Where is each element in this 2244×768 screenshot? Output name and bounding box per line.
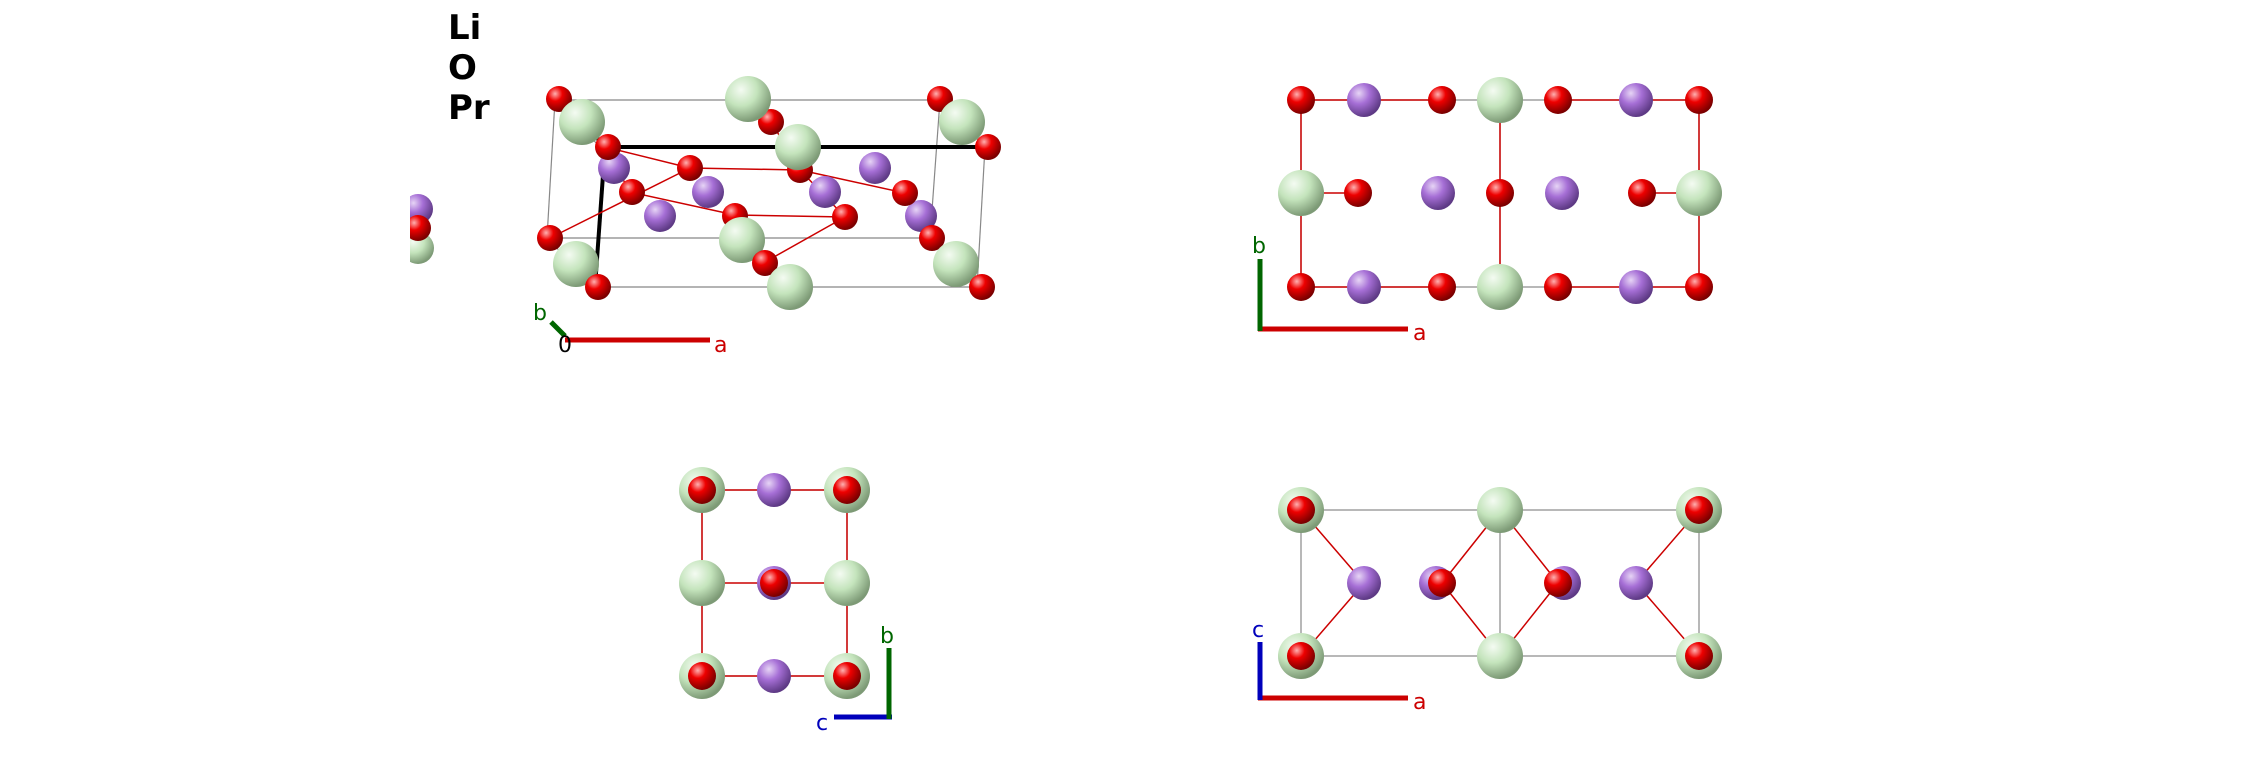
atom-li bbox=[644, 200, 676, 232]
atom-li bbox=[1421, 176, 1455, 210]
atom-o bbox=[405, 215, 431, 241]
atom-o bbox=[688, 662, 716, 690]
axes-perspective: a b 0 bbox=[533, 301, 727, 358]
atoms-cb bbox=[679, 467, 870, 699]
atom-o bbox=[1685, 496, 1713, 524]
atom-o bbox=[688, 476, 716, 504]
atom-o bbox=[1344, 179, 1372, 207]
panel-cb-view: c b bbox=[679, 467, 894, 736]
atom-li bbox=[1545, 176, 1579, 210]
atom-pr bbox=[679, 560, 725, 606]
atom-o bbox=[975, 134, 1001, 160]
atom-o bbox=[752, 250, 778, 276]
legend-label-li: Li bbox=[448, 8, 482, 48]
atom-o bbox=[760, 569, 788, 597]
atom-pr bbox=[1477, 77, 1523, 123]
atom-o bbox=[1287, 642, 1315, 670]
atom-o bbox=[833, 476, 861, 504]
atom-o bbox=[546, 86, 572, 112]
atom-pr bbox=[775, 124, 821, 170]
axis-b-line bbox=[549, 320, 567, 338]
atom-li bbox=[809, 176, 841, 208]
atom-o bbox=[1685, 642, 1713, 670]
axis-label-origin: 0 bbox=[558, 333, 572, 358]
atom-li bbox=[905, 200, 937, 232]
axis-label-c: c bbox=[1252, 618, 1264, 643]
atom-o bbox=[1685, 86, 1713, 114]
atom-o bbox=[537, 225, 563, 251]
atom-o bbox=[892, 180, 918, 206]
atom-pr bbox=[553, 241, 599, 287]
atom-o bbox=[677, 155, 703, 181]
atom-li bbox=[1619, 83, 1653, 117]
atom-o bbox=[1486, 179, 1514, 207]
atom-li bbox=[598, 152, 630, 184]
atom-o bbox=[1628, 179, 1656, 207]
atom-li bbox=[692, 176, 724, 208]
atom-o bbox=[1544, 86, 1572, 114]
panel-ab-view: a b bbox=[1252, 77, 1722, 346]
atom-li bbox=[1619, 270, 1653, 304]
atom-o bbox=[1287, 86, 1315, 114]
atom-o bbox=[1287, 496, 1315, 524]
atom-pr bbox=[1477, 487, 1523, 533]
panel-ac-view: a c bbox=[1252, 487, 1722, 715]
edge-atoms-left bbox=[380, 190, 434, 270]
axis-label-a: a bbox=[714, 333, 727, 358]
atom-o bbox=[1428, 273, 1456, 301]
atom-pr bbox=[725, 76, 771, 122]
atom-o bbox=[833, 662, 861, 690]
axes-ab: a b bbox=[1252, 234, 1426, 346]
axes-cb: c b bbox=[816, 624, 894, 736]
atom-li bbox=[757, 473, 791, 507]
atom-pr bbox=[824, 560, 870, 606]
atoms-ab bbox=[1278, 77, 1722, 310]
atom-o bbox=[1544, 569, 1572, 597]
atom-o bbox=[585, 274, 611, 300]
panel-perspective-view: a b 0 bbox=[380, 76, 1001, 358]
atom-pr bbox=[939, 99, 985, 145]
atom-o bbox=[1544, 273, 1572, 301]
atom-pr bbox=[719, 217, 765, 263]
atom-o bbox=[758, 109, 784, 135]
atom-li bbox=[1619, 566, 1653, 600]
atom-li bbox=[1347, 566, 1381, 600]
atom-li bbox=[757, 659, 791, 693]
axes-ac: a c bbox=[1252, 618, 1426, 715]
atom-o bbox=[595, 134, 621, 160]
atom-o bbox=[1685, 273, 1713, 301]
axis-label-a: a bbox=[1413, 321, 1426, 346]
atom-li bbox=[403, 194, 433, 224]
atom-pr bbox=[1477, 264, 1523, 310]
axis-label-c: c bbox=[816, 711, 828, 736]
legend-label-pr: Pr bbox=[448, 88, 490, 128]
atom-o bbox=[619, 179, 645, 205]
atom-li bbox=[859, 152, 891, 184]
atom-o bbox=[1428, 569, 1456, 597]
legend-label-o: O bbox=[448, 48, 477, 88]
axis-label-b: b bbox=[1252, 234, 1266, 259]
atom-pr bbox=[933, 241, 979, 287]
atom-pr bbox=[1676, 170, 1722, 216]
atom-li bbox=[1347, 83, 1381, 117]
atom-pr bbox=[559, 99, 605, 145]
atom-pr bbox=[1278, 170, 1324, 216]
atom-pr bbox=[767, 264, 813, 310]
axis-label-b: b bbox=[880, 624, 894, 649]
atom-o bbox=[1428, 86, 1456, 114]
atom-pr bbox=[1477, 633, 1523, 679]
atom-li bbox=[1347, 270, 1381, 304]
atom-o bbox=[1287, 273, 1315, 301]
atoms-ac bbox=[1278, 487, 1722, 679]
axis-label-b: b bbox=[533, 301, 547, 326]
atom-o bbox=[919, 225, 945, 251]
atom-o bbox=[969, 274, 995, 300]
atoms-perspective bbox=[537, 76, 1001, 310]
atom-o bbox=[832, 204, 858, 230]
axis-label-a: a bbox=[1413, 690, 1426, 715]
